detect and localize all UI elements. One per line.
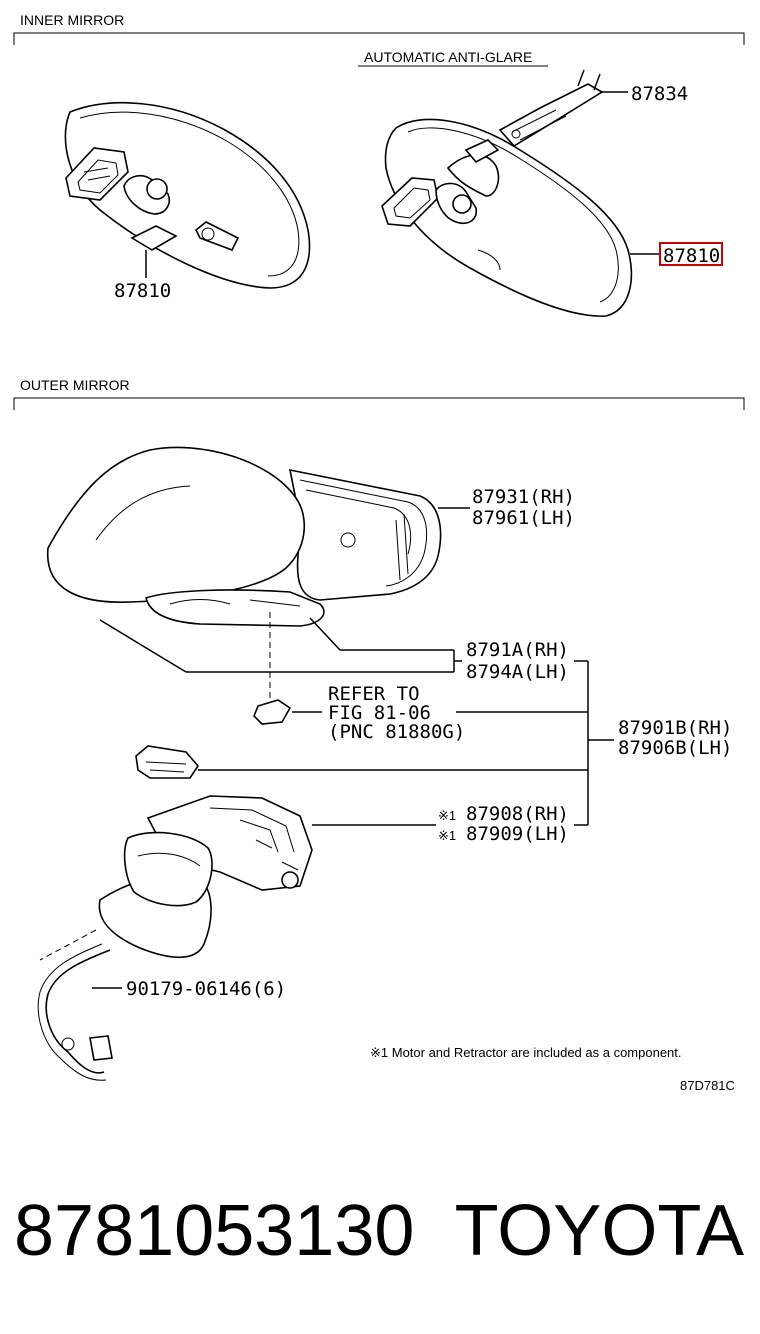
part-number: 8781053130 xyxy=(14,1191,415,1271)
subtitle-auto-anti-glare: AUTOMATIC ANTI-GLARE xyxy=(364,49,532,65)
label-87908-rh: 87908(RH) xyxy=(466,803,569,825)
label-87931-rh: 87931(RH) xyxy=(472,486,575,508)
section-bracket-outer xyxy=(13,397,745,410)
label-90179-06146: 90179-06146(6) xyxy=(126,978,286,1000)
label-8791a-rh: 8791A(RH) xyxy=(466,639,569,661)
mark-note-1b: ※1 xyxy=(438,828,456,843)
brand-name: TOYOTA xyxy=(454,1191,744,1271)
footnote-motor-retractor: ※1 Motor and Retractor are included as a… xyxy=(370,1045,682,1060)
label-8794a-lh: 8794A(LH) xyxy=(466,661,569,683)
label-87901b-rh: 87901B(RH) xyxy=(618,717,732,739)
label-87834: 87834 xyxy=(631,83,688,105)
label-refer-fig: FIG 81-06 xyxy=(328,702,431,724)
leader-lines xyxy=(92,507,614,989)
highlight-box-87810 xyxy=(659,242,723,266)
label-87810-right-highlighted: 87810 xyxy=(663,245,720,267)
label-87961-lh: 87961(LH) xyxy=(472,507,575,529)
outer-mirror-assembly xyxy=(37,446,442,1081)
diagram-code: 87D781C xyxy=(680,1078,735,1093)
section-title-outer: OUTER MIRROR xyxy=(20,377,130,393)
label-refer-to: REFER TO xyxy=(328,683,420,705)
footer: 8781053130 TOYOTA xyxy=(0,1180,760,1290)
label-87909-lh: 87909(LH) xyxy=(466,823,569,845)
label-87810-left: 87810 xyxy=(114,280,171,302)
inner-mirror-auto-anti-glare xyxy=(381,69,660,317)
section-bracket-inner xyxy=(13,32,745,45)
section-title-inner: INNER MIRROR xyxy=(20,12,124,28)
inner-mirror-standard xyxy=(64,101,311,289)
label-refer-pnc: (PNC 81880G) xyxy=(328,721,465,743)
mark-note-1a: ※1 xyxy=(438,808,456,823)
label-87906b-lh: 87906B(LH) xyxy=(618,737,732,759)
